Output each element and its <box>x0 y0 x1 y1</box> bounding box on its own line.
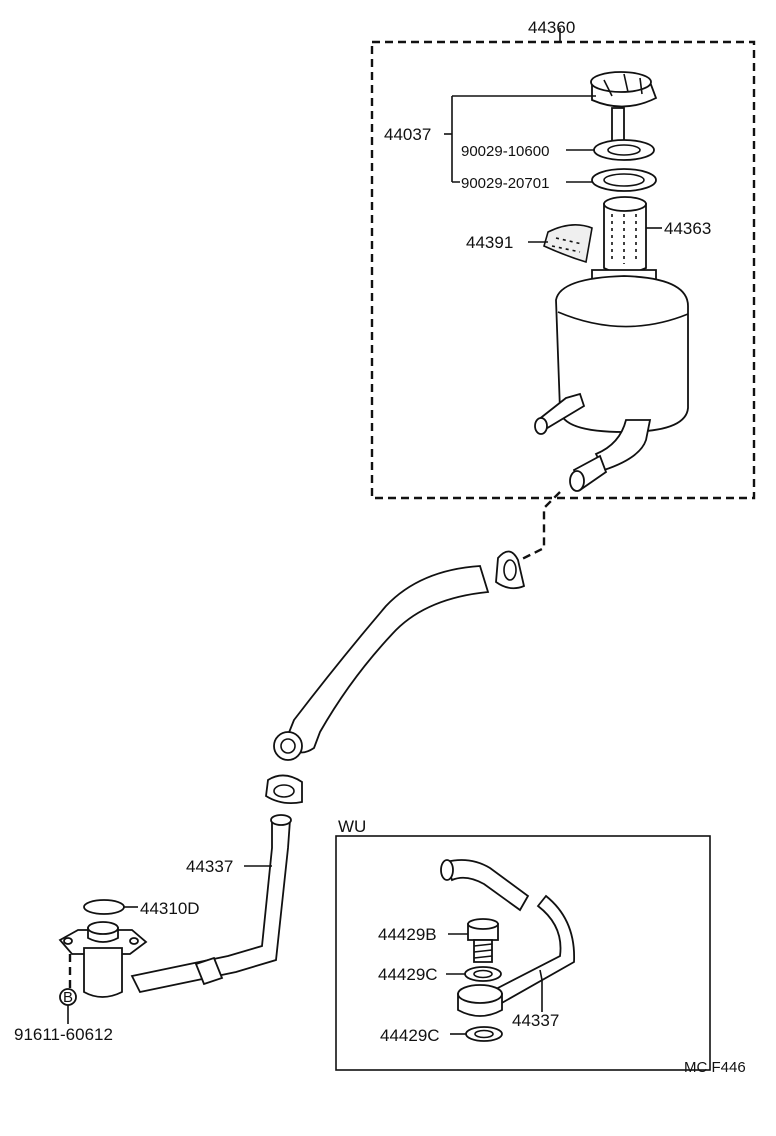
oring-shape <box>83 899 125 915</box>
gasket-c-upper-hole <box>473 969 493 979</box>
label-gasket-upper: 90029-10600 <box>461 143 549 160</box>
reservoir-cap <box>590 71 658 147</box>
reservoir-assembly-frame <box>370 40 756 500</box>
gasket-c-lower-shape <box>465 1026 503 1042</box>
gasket-c-upper-shape <box>464 966 502 982</box>
label-union-bolt: 44429B <box>378 925 437 944</box>
label-assembly: 44360 <box>528 18 575 37</box>
label-gasket-c-lower: 44429C <box>380 1026 440 1045</box>
label-figure-code: MC F446 <box>684 1059 746 1076</box>
label-variant: WU <box>338 817 366 836</box>
label-oring: 44310D <box>140 899 200 918</box>
variant-frame <box>335 835 711 1071</box>
strainer-shape <box>603 196 647 274</box>
pump-inlet-union <box>58 921 148 998</box>
label-strainer: 44363 <box>664 219 711 238</box>
label-clamp: 44391 <box>466 233 513 252</box>
label-gasket-c-upper: 44429C <box>378 965 438 984</box>
union-bolt-shape <box>467 918 499 963</box>
tube-main-shape <box>130 814 292 994</box>
label-bolt-mark: B <box>63 989 73 1006</box>
reservoir-body <box>534 269 689 492</box>
union-fitting-shape <box>457 984 503 1017</box>
clamp-band-shape <box>543 224 593 264</box>
label-tube-main: 44337 <box>186 857 233 876</box>
gasket-upper-shape <box>593 139 655 161</box>
hose-clamp-upper <box>495 550 526 590</box>
gasket-c-lower-hole <box>474 1029 494 1039</box>
hose-clamp-lower <box>265 774 303 805</box>
leader-lines <box>124 28 662 1035</box>
connector-line-upper <box>519 491 561 562</box>
label-bolt: 91611-60612 <box>14 1025 113 1044</box>
variant-tube-shape <box>440 859 575 1006</box>
main-hose-shape <box>273 565 490 761</box>
label-tube-variant: 44337 <box>512 1011 559 1030</box>
gasket-lower-shape <box>591 168 657 192</box>
label-cap-assy: 44037 <box>384 125 431 144</box>
label-gasket-lower: 90029-20701 <box>461 175 549 192</box>
